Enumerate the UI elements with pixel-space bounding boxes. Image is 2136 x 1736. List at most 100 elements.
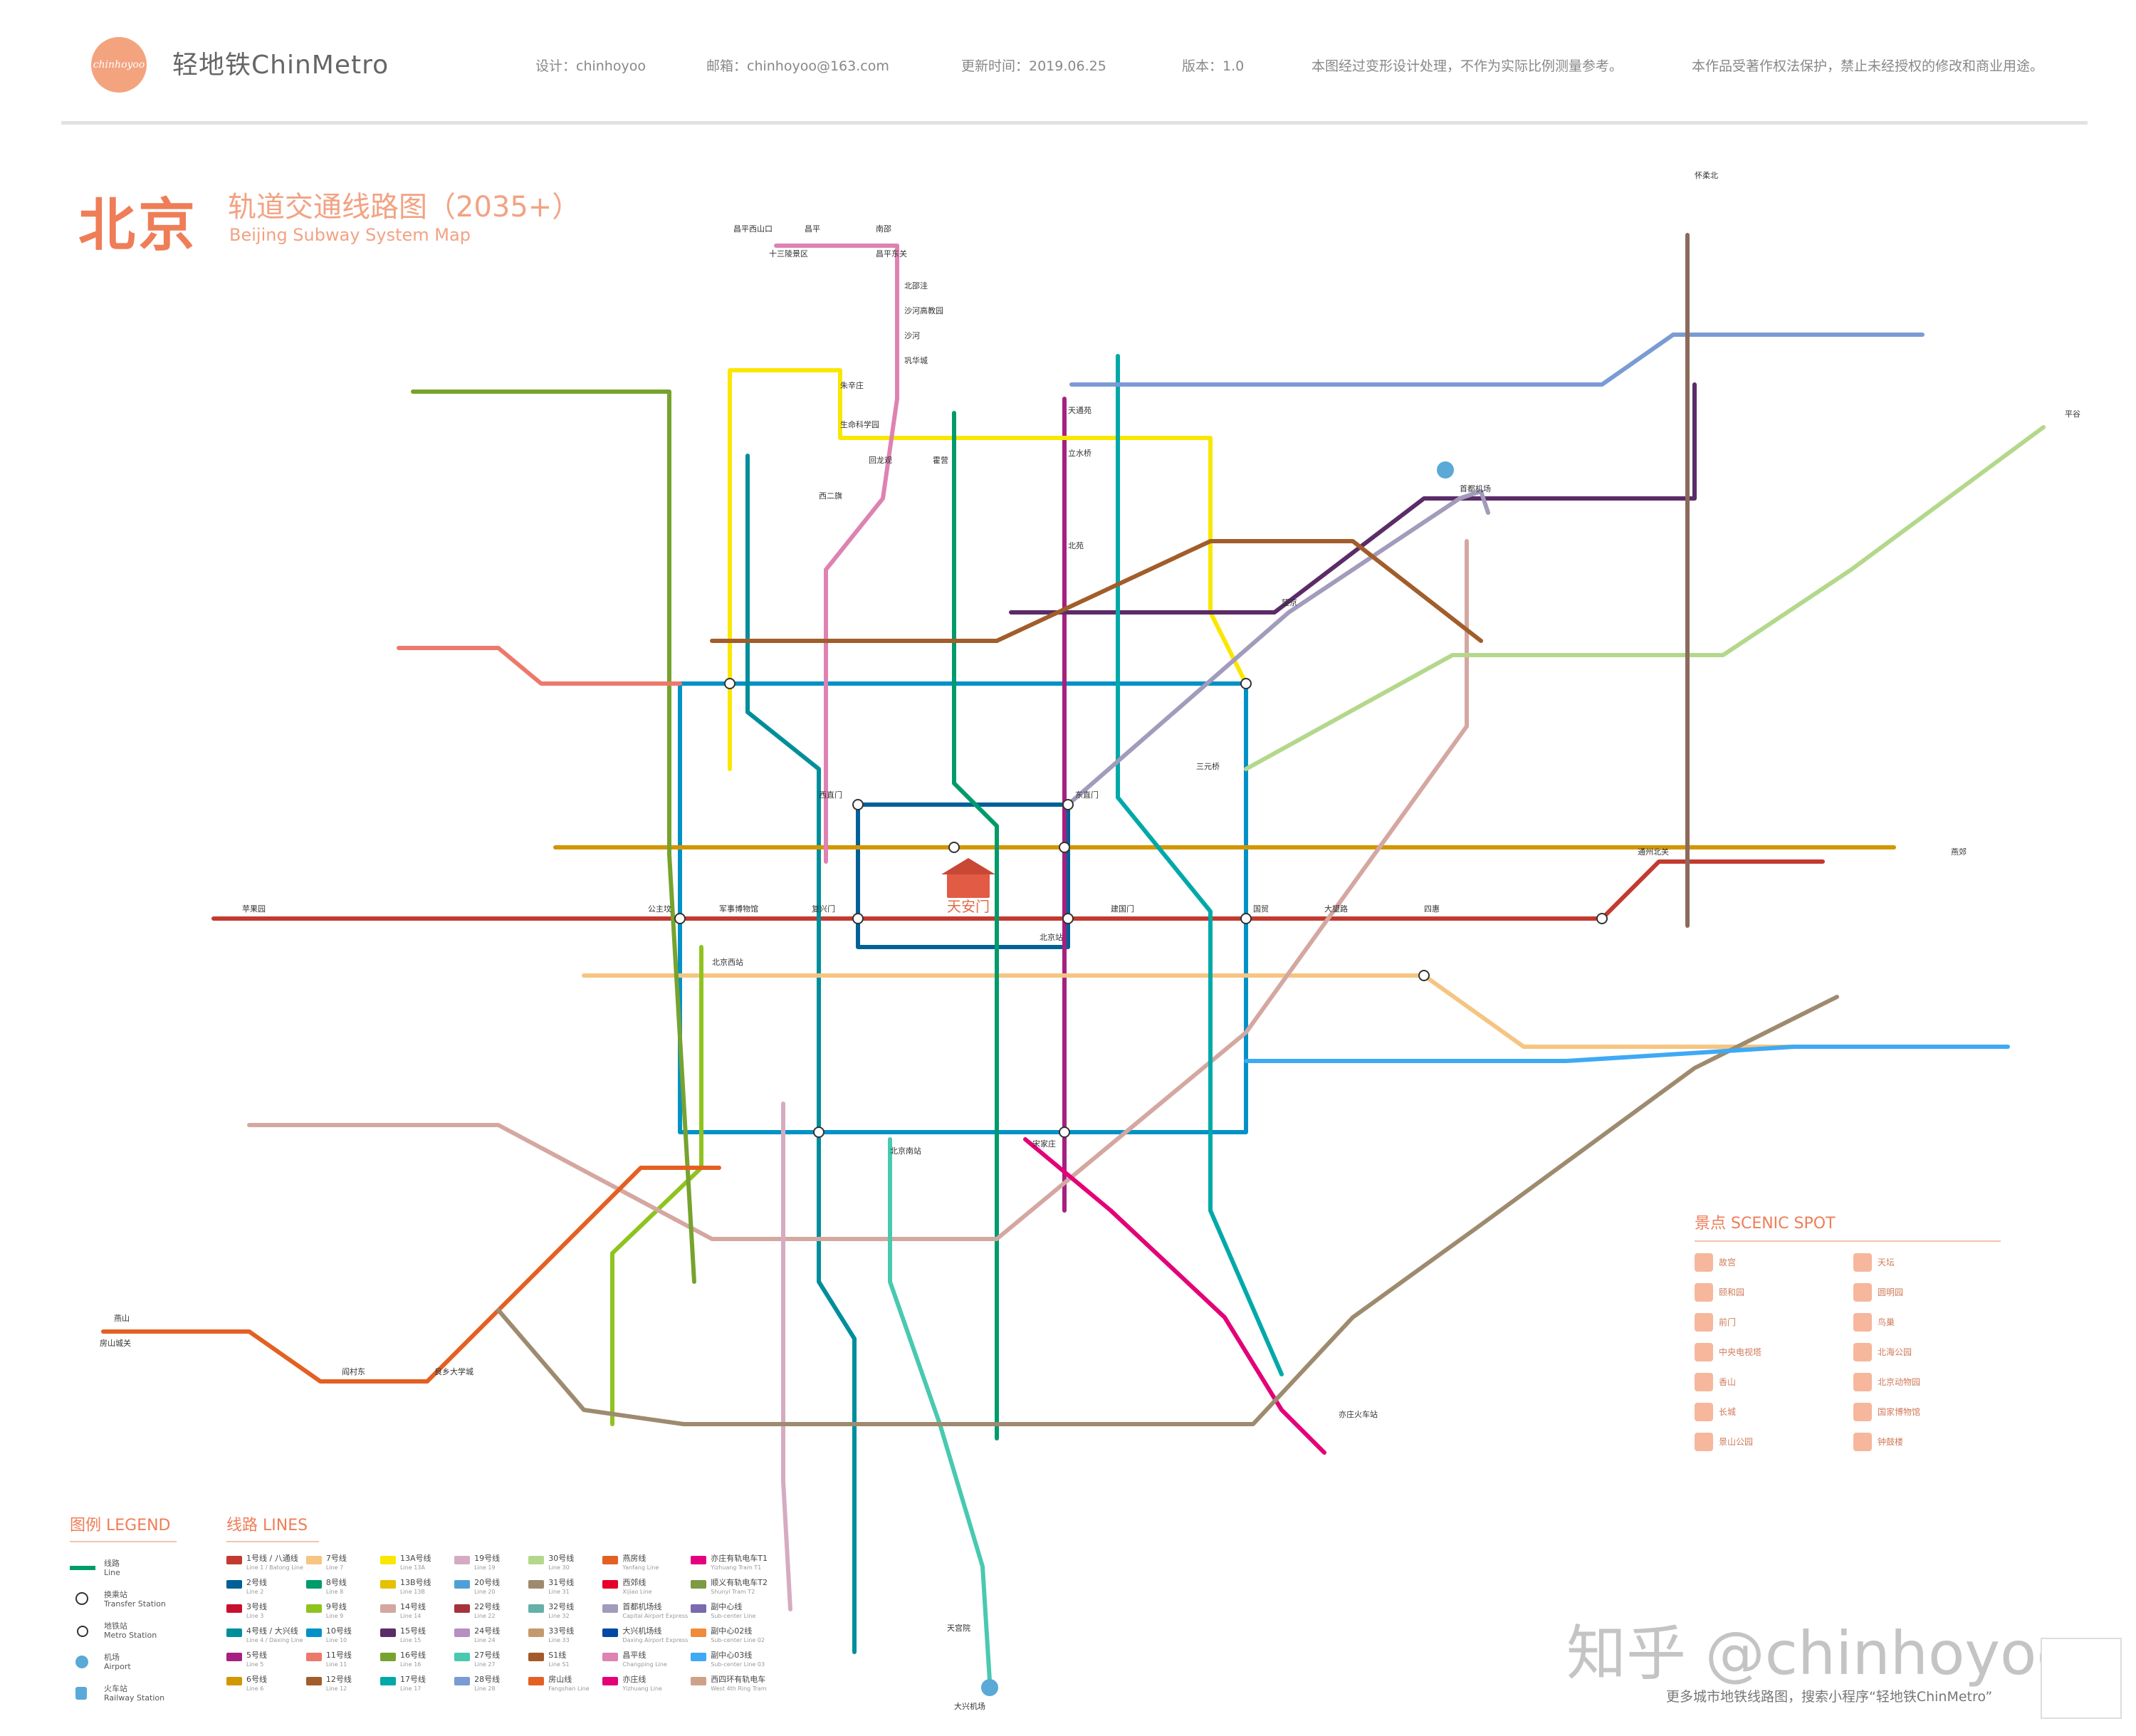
qr-code[interactable]	[2041, 1638, 2122, 1719]
station-label[interactable]: 北京西站	[712, 957, 743, 967]
airport-icon[interactable]	[981, 1679, 998, 1696]
station-label[interactable]: 通州北关	[1638, 847, 1669, 857]
station-label[interactable]: 北京南站	[890, 1146, 921, 1156]
scenic-item[interactable]: 北海公园	[1853, 1342, 2001, 1363]
station-label[interactable]: 立水桥	[1068, 448, 1091, 458]
scenic-item[interactable]: 鸟巢	[1853, 1312, 2001, 1333]
station-label[interactable]: 十三陵景区	[769, 249, 808, 258]
transfer-station[interactable]	[852, 799, 864, 810]
transfer-station[interactable]	[1059, 1126, 1070, 1138]
airport-icon[interactable]	[1437, 461, 1454, 479]
scenic-item[interactable]: 长城	[1695, 1401, 1842, 1423]
station-label[interactable]: 四惠	[1424, 904, 1440, 914]
station-label[interactable]: 回龙观	[869, 456, 892, 465]
station-label[interactable]: 良乡大学城	[434, 1366, 473, 1376]
station-label[interactable]: 北邵洼	[904, 281, 928, 291]
station-label[interactable]: 首都机场	[1460, 483, 1491, 493]
station-label[interactable]: 朱辛庄	[840, 380, 864, 390]
brand-logo[interactable]: chinhoyoo	[91, 37, 147, 93]
line-10[interactable]	[678, 681, 1248, 1134]
transfer-station[interactable]	[1059, 842, 1070, 853]
station-label[interactable]: 天宫院	[947, 1623, 970, 1633]
station-label[interactable]: 怀柔北	[1695, 171, 1718, 180]
transfer-station[interactable]	[1240, 913, 1252, 924]
line-changping[interactable]	[774, 244, 899, 864]
station-label[interactable]: 复兴门	[812, 904, 835, 914]
station-label[interactable]: 房山城关	[100, 1338, 131, 1348]
line-airport-express[interactable]	[1066, 489, 1490, 807]
scenic-item[interactable]: 钟鼓楼	[1853, 1431, 2001, 1453]
line-31[interactable]	[496, 995, 1839, 1426]
scenic-item[interactable]: 北京动物园	[1853, 1371, 2001, 1393]
scenic-item[interactable]: 故宫	[1695, 1252, 1842, 1273]
scenic-item[interactable]: 圆明园	[1853, 1282, 2001, 1303]
station-label[interactable]: 巩华城	[904, 355, 928, 365]
station-label[interactable]: 昌平西山口	[733, 224, 773, 234]
line-17[interactable]	[1116, 354, 1284, 1376]
line-yizhuang[interactable]	[1023, 1137, 1326, 1455]
scenic-item[interactable]: 国家博物馆	[1853, 1401, 2001, 1423]
station-label[interactable]: 昌平	[805, 224, 820, 234]
line-1[interactable]	[211, 859, 1825, 921]
line-15[interactable]	[1009, 382, 1697, 615]
station-label[interactable]: 东直门	[1075, 790, 1099, 800]
scenic-item[interactable]: 前门	[1695, 1312, 1842, 1333]
line-8[interactable]	[952, 411, 999, 1440]
line-13[interactable]	[728, 368, 1248, 771]
station-label[interactable]: 沙河	[904, 331, 920, 340]
line-16[interactable]	[411, 389, 696, 1284]
line-14[interactable]	[247, 539, 1469, 1241]
line-7[interactable]	[582, 973, 1868, 1049]
station-label[interactable]: 苹果园	[242, 904, 266, 914]
station-label[interactable]: 西二旗	[819, 491, 842, 501]
line-19[interactable]	[781, 1102, 792, 1611]
line-fangshan[interactable]	[101, 1166, 721, 1384]
station-label[interactable]: 宋家庄	[1032, 1139, 1056, 1149]
station-label[interactable]: 三元桥	[1196, 762, 1220, 771]
station-label[interactable]: 霍营	[933, 455, 948, 465]
station-label[interactable]: 大望路	[1324, 904, 1348, 914]
transfer-station[interactable]	[674, 913, 686, 924]
station-label[interactable]: 燕山	[114, 1314, 130, 1323]
transfer-station[interactable]	[724, 678, 735, 689]
transfer-station[interactable]	[948, 842, 960, 853]
tiananmen-icon[interactable]	[941, 858, 995, 898]
station-label[interactable]: 昌平东关	[876, 249, 907, 258]
line-12[interactable]	[710, 539, 1483, 643]
station-label[interactable]: 亦庄火车站	[1339, 1409, 1378, 1419]
transfer-station[interactable]	[852, 913, 864, 924]
scenic-item[interactable]: 景山公园	[1695, 1431, 1842, 1453]
line-28[interactable]	[1069, 333, 1925, 387]
contact-email[interactable]: 邮箱：chinhoyoo@163.com	[706, 58, 889, 74]
scenic-item[interactable]: 颐和园	[1695, 1282, 1842, 1303]
station-label[interactable]: 沙河高教园	[904, 305, 943, 315]
station-label[interactable]: 军事博物馆	[719, 904, 758, 914]
line-pinggu[interactable]	[1244, 1045, 2010, 1063]
station-label[interactable]: 公主坟	[648, 904, 671, 914]
station-label[interactable]: 平谷	[2065, 409, 2080, 419]
